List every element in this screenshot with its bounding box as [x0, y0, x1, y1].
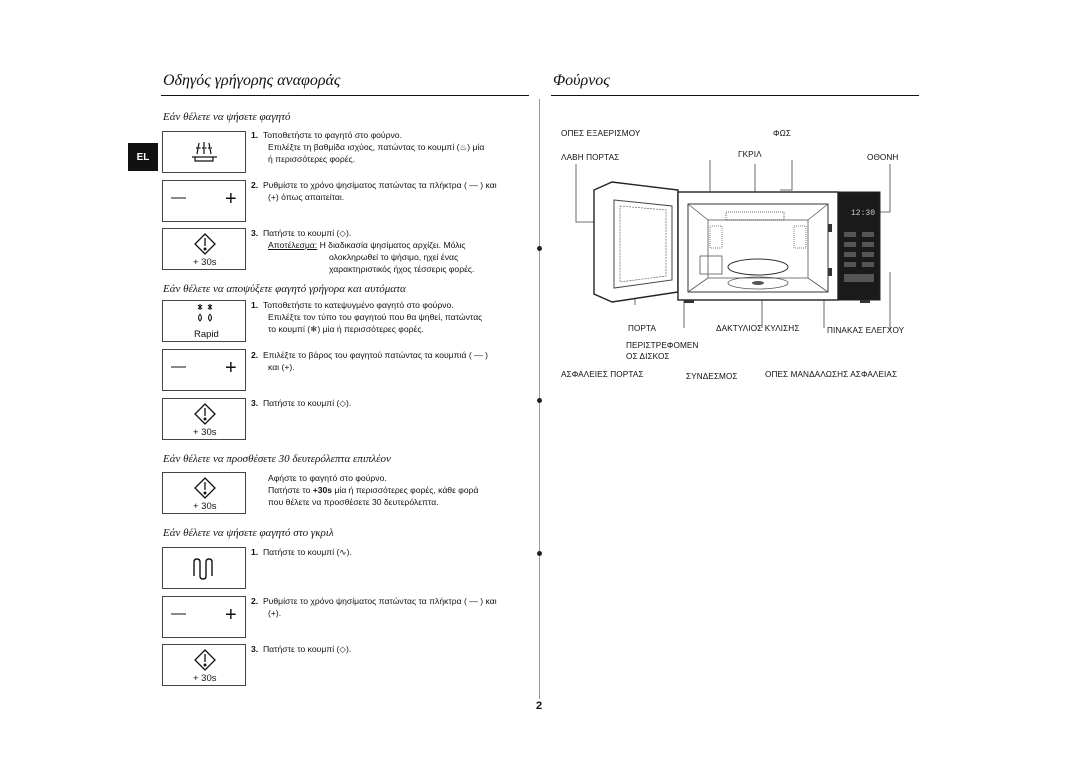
plus30-label: + 30s	[193, 673, 217, 684]
defrost-icon	[197, 304, 213, 322]
grill-inline-icon: ∿	[339, 547, 347, 557]
minus-icon: —	[171, 358, 186, 375]
power-level-button-illustration	[162, 131, 246, 173]
page-number: 2	[536, 700, 543, 712]
label-grill: ΓΚΡΙΛ	[738, 150, 762, 159]
label-coupler: ΣΥΝΔΕΣΜΟΣ	[686, 372, 738, 381]
grill-step1: 1. Πατήστε το κουμπί (∿).	[251, 547, 352, 557]
plus-icon: +	[225, 188, 237, 210]
defrost-inline-icon: ❄	[310, 324, 318, 334]
plus30-label: + 30s	[193, 427, 217, 438]
label-handle: ΛΑΒΗ ΠΟΡΤΑΣ	[561, 153, 620, 162]
label-light: ΦΩΣ	[773, 129, 792, 138]
defrost-step2: 2. Επιλέξτε το βάρος του φαγητού πατώντα…	[251, 350, 488, 372]
oven-diagram: 12:30	[575, 160, 891, 330]
grill-icon	[193, 558, 213, 580]
grill-step2: 2. Ρυθμίστε το χρόνο ψησίματος πατώντας …	[251, 596, 497, 618]
section-title-add30: Εάν θέλετε να προσθέσετε 30 δευτερόλεπτα…	[163, 453, 391, 465]
display-readout: 12:30	[851, 209, 875, 218]
language-tab: EL	[128, 143, 158, 171]
plus-icon: +	[225, 604, 237, 626]
section-title-defrost: Εάν θέλετε να αποψύξετε φαγητό γρήγορα κ…	[163, 283, 406, 295]
right-heading-rule	[551, 95, 919, 96]
divider-dot	[537, 246, 542, 251]
divider-dot	[537, 551, 542, 556]
reheat-step1: 1. Τοποθετήστε το φαγητό στο φούρνο. Επι…	[251, 130, 485, 164]
plus30-label: + 30s	[193, 257, 217, 268]
start-button-illustration: + 30s	[162, 644, 246, 686]
minus-icon: —	[171, 189, 186, 206]
grill-step3: 3. Πατήστε το κουμπί (◇).	[251, 644, 352, 654]
label-latches: ΑΣΦΑΛΕΙΕΣ ΠΟΡΤΑΣ	[561, 370, 644, 379]
power-level-icon	[192, 142, 217, 162]
label-interlock: ΟΠΕΣ ΜΑΝΔΑΛΩΣΗΣ ΑΣΦΑΛΕΙΑΣ	[765, 370, 898, 379]
start-icon	[194, 403, 216, 425]
label-panel: ΠΙΝΑΚΑΣ ΕΛΕΓΧΟΥ	[827, 326, 905, 335]
divider-dot	[537, 398, 542, 403]
section-title-grill: Εάν θέλετε να ψήσετε φαγητό στο γκριλ	[163, 527, 334, 539]
weight-buttons-illustration: — +	[162, 349, 246, 391]
label-vents: ΟΠΕΣ ΕΞΑΕΡΙΣΜΟΥ	[561, 129, 641, 138]
start-icon	[194, 477, 216, 499]
plus30-label: + 30s	[193, 501, 217, 512]
start-icon	[194, 649, 216, 671]
label-display: ΟΘΟΝΗ	[867, 153, 899, 162]
label-turntable-a: ΠΕΡΙΣΤΡΕΦΟΜΕΝ	[626, 341, 699, 350]
label-door: ΠΟΡΤΑ	[628, 324, 657, 333]
start-inline-icon: ◇	[339, 644, 346, 654]
label-roller: ΔΑΚΤΥΛΙΟΣ ΚΥΛΙΣΗΣ	[716, 324, 800, 333]
defrost-step3: 3. Πατήστε το κουμπί (◇).	[251, 398, 352, 408]
left-heading-rule	[161, 95, 529, 96]
oven-heading: Φούρνος	[553, 72, 610, 89]
plus-icon: +	[225, 357, 237, 379]
grill-button-illustration	[162, 547, 246, 589]
start-inline-icon: ◇	[339, 398, 346, 408]
label-turntable-b: ΟΣ ΔΙΣΚΟΣ	[626, 352, 670, 361]
start-icon	[194, 233, 216, 255]
section-title-reheat: Εάν θέλετε να ψήσετε φαγητό	[163, 111, 291, 123]
quick-guide-heading: Οδηγός γρήγορης αναφοράς	[163, 72, 341, 89]
rapid-label: Rapid	[194, 329, 219, 340]
start-inline-icon: ◇	[339, 228, 346, 238]
start-button-illustration: + 30s	[162, 398, 246, 440]
rapid-defrost-button-illustration: Rapid	[162, 300, 246, 342]
power-inline-icon: ♨	[459, 142, 468, 152]
time-buttons-illustration: — +	[162, 180, 246, 222]
minus-icon: —	[171, 605, 186, 622]
add30-text: Αφήστε το φαγητό στο φούρνο. Πατήστε το …	[268, 473, 479, 507]
add30-button-illustration: + 30s	[162, 472, 246, 514]
defrost-step1: 1. Τοποθετήστε το κατεψυγμένο φαγητό στο…	[251, 300, 483, 334]
start-button-illustration: + 30s	[162, 228, 246, 270]
time-buttons-illustration: — +	[162, 596, 246, 638]
reheat-step2: 2. Ρυθμίστε το χρόνο ψησίματος πατώντας …	[251, 180, 497, 202]
reheat-step3: 3. Πατήστε το κουμπί (◇). Αποτέλεσμα: Η …	[251, 228, 475, 274]
